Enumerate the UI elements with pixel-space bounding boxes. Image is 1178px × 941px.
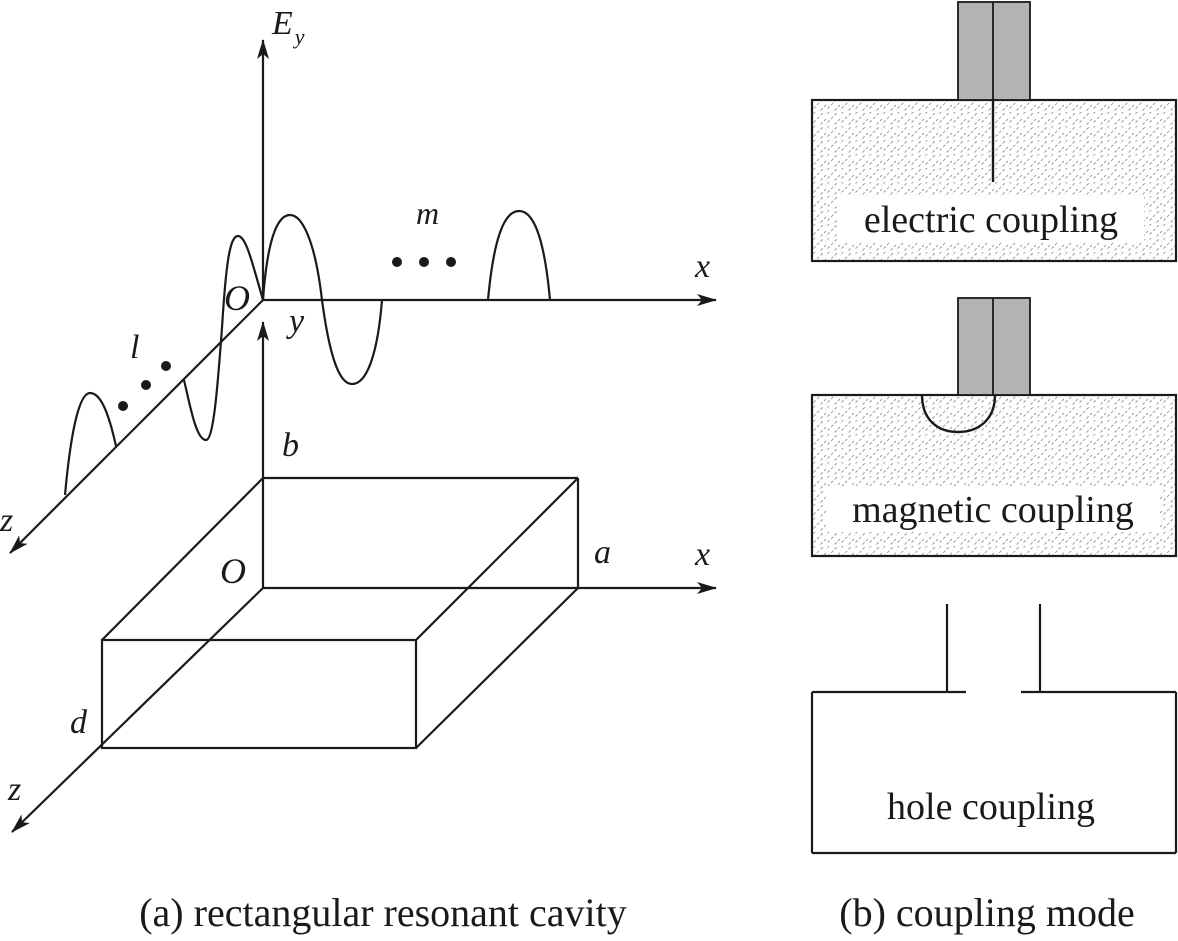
z-dot-3: [161, 361, 171, 371]
l-label: l: [130, 329, 139, 366]
m-label: m: [416, 195, 439, 231]
electric-coupling-label: electric coupling: [864, 199, 1118, 241]
a-label: a: [594, 534, 611, 571]
ey-label: Ey: [271, 5, 305, 49]
box-front-face: [100, 638, 418, 750]
hole-coupling-panel: hole coupling: [810, 604, 1178, 855]
caption-b: (b) coupling mode: [839, 890, 1135, 935]
electric-coupling-panel: electric coupling: [810, 1, 1178, 263]
x-dot-1: [392, 257, 402, 267]
y-label: y: [286, 303, 305, 340]
electric-label-bg: [838, 196, 1144, 242]
origin-label-bottom: O: [220, 551, 246, 591]
x-label-bottom: x: [694, 536, 710, 573]
magnetic-probe-connector: [957, 297, 1031, 396]
x-wave-lobe-2: [320, 299, 384, 386]
z-axis-bottom: [11, 587, 264, 833]
z-wave-lobe-2: [182, 327, 224, 442]
magnetic-coupling-loop: [920, 394, 997, 434]
z-dot-1: [118, 401, 128, 411]
box-top-left-edge: [101, 477, 264, 641]
cavity-box: y b a O x d z: [7, 303, 717, 833]
z-dot-2: [141, 380, 151, 390]
x-wave-lobe-last: [486, 209, 552, 301]
x-label-top: x: [694, 248, 710, 285]
z-label-bottom: z: [7, 771, 21, 808]
d-label: d: [70, 704, 88, 741]
caption-a: (a) rectangular resonant cavity: [139, 890, 627, 935]
box-top-right-edge: [415, 477, 579, 641]
x-dot-2: [419, 257, 429, 267]
b-label: b: [282, 427, 299, 464]
wave-diagram: Ey x O z m l: [0, 5, 717, 554]
magnetic-label-bg: [826, 486, 1160, 532]
x-wave-lobe-1: [261, 213, 324, 301]
hole-coupling-label: hole coupling: [887, 786, 1095, 828]
magnetic-coupling-label: magnetic coupling: [852, 489, 1134, 531]
magnetic-coupling-panel: magnetic coupling: [810, 297, 1178, 558]
origin-label-top: O: [224, 278, 250, 318]
z-wave-lobe-1: [220, 234, 265, 329]
box-bottom-right-edge: [415, 587, 579, 749]
z-label-top: z: [0, 502, 13, 539]
x-dot-3: [446, 257, 456, 267]
electric-probe-connector: [957, 1, 1031, 101]
z-wave-lobe-last: [63, 391, 118, 496]
